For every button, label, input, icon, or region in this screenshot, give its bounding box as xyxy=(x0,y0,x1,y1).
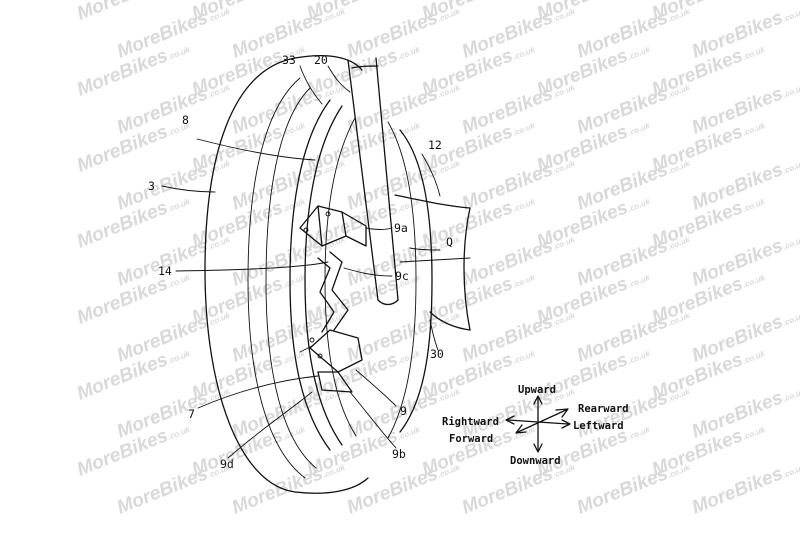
label-9c: 9c xyxy=(395,269,409,283)
watermark-text: MoreBikes.co.uk xyxy=(689,454,800,518)
part-labels: 33 20 8 12 3 9a Q 14 9c 30 7 9 9d 9b xyxy=(148,53,453,471)
dir-leftward: Leftward xyxy=(573,420,624,432)
watermark-layer: MoreBikes.co.ukMoreBikes.co.ukMoreBikes.… xyxy=(74,0,800,519)
wheel-rim xyxy=(289,99,433,451)
dir-downward: Downward xyxy=(510,455,561,467)
dir-rearward: Rearward xyxy=(578,403,629,415)
fork xyxy=(347,57,399,306)
direction-compass: Upward Rightward Rearward Leftward Forwa… xyxy=(442,384,629,467)
dir-rightward: Rightward xyxy=(442,416,499,428)
label-30: 30 xyxy=(430,347,444,361)
label-9d: 9d xyxy=(220,457,234,471)
label-9a: 9a xyxy=(394,221,408,235)
label-3: 3 xyxy=(148,179,155,193)
label-14: 14 xyxy=(158,264,172,278)
label-9b: 9b xyxy=(392,447,406,461)
label-20: 20 xyxy=(314,53,328,67)
label-Q: Q xyxy=(446,235,453,249)
caliper-9 xyxy=(299,205,367,393)
leader-lines xyxy=(161,65,441,459)
label-7: 7 xyxy=(188,407,195,421)
label-8: 8 xyxy=(182,113,189,127)
dir-upward: Upward xyxy=(518,384,556,396)
label-12: 12 xyxy=(428,138,442,152)
dir-forward: Forward xyxy=(449,433,493,445)
label-9: 9 xyxy=(400,404,407,418)
arm-body-12 xyxy=(394,194,471,331)
label-33: 33 xyxy=(282,53,296,67)
